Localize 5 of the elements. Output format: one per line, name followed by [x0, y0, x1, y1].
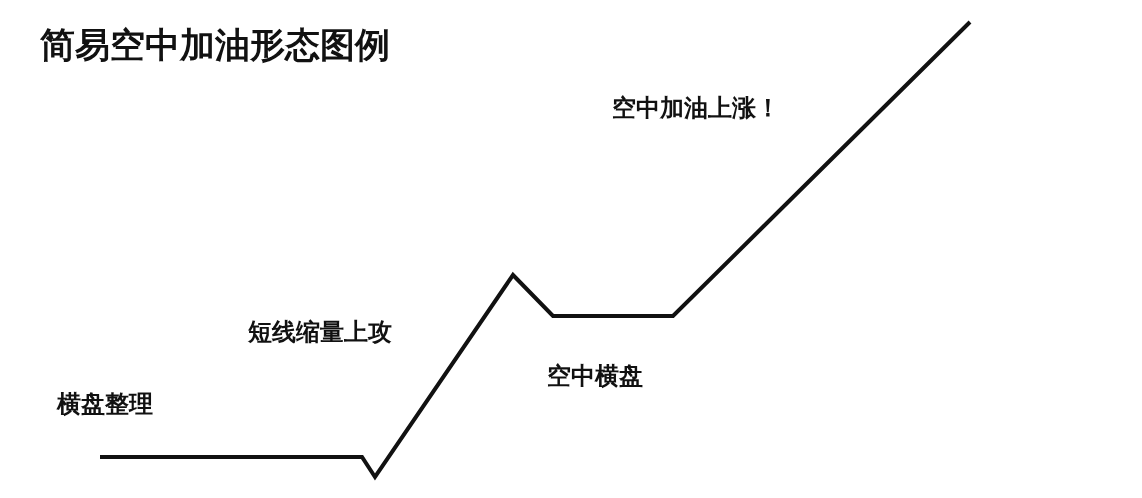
phase-label: 短线缩量上攻	[248, 317, 392, 348]
phase-label: 空中加油上涨！	[612, 93, 780, 124]
title: 简易空中加油形态图例	[40, 24, 390, 67]
phase-label: 空中横盘	[547, 361, 643, 392]
phase-label: 横盘整理	[57, 389, 153, 420]
